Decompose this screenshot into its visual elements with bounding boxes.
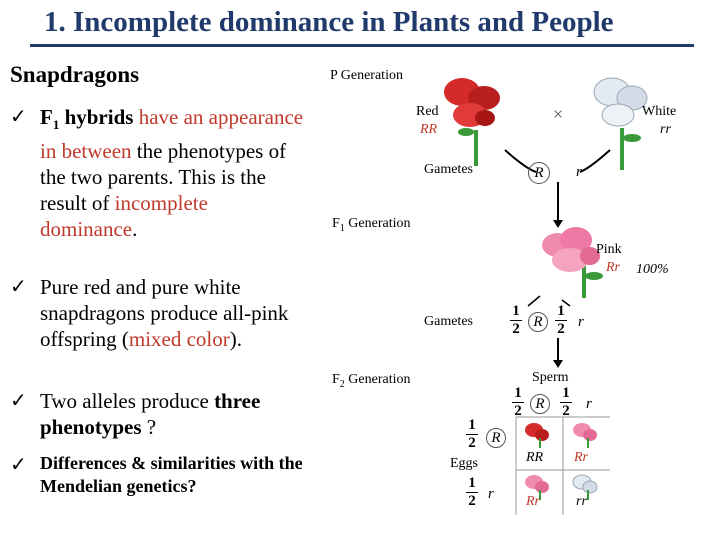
punnett-cell-rr: rr: [576, 494, 587, 509]
punnett-cell-Rr: Rr: [526, 494, 540, 509]
pink-flower-icon: [542, 227, 603, 298]
allele-R-circle: R: [486, 428, 506, 448]
eggs-label: Eggs: [450, 456, 478, 471]
gametes-label: Gametes: [424, 162, 473, 177]
allele-r: r: [488, 486, 494, 502]
allele-r: r: [576, 164, 582, 180]
allele-r: r: [578, 314, 584, 330]
bullet-text: Differences & similarities with the Mend…: [40, 453, 303, 496]
bullet-text: Pure red and pure white snapdragons prod…: [40, 275, 289, 351]
white-flower-icon: [572, 474, 598, 500]
red-label: Red: [416, 104, 439, 119]
checkmark-icon: ✓: [10, 390, 27, 412]
gametes-label: Gametes: [424, 314, 473, 329]
title-underline: [30, 44, 694, 47]
bullet-text: F1 hybrids have an appearance in between…: [40, 105, 304, 242]
pink-genotype: Rr: [606, 260, 620, 275]
bullet-text: Two alleles produce three phenotypes ?: [40, 389, 261, 439]
red-genotype: RR: [420, 122, 438, 137]
cross-symbol: ×: [553, 104, 564, 124]
red-flower-icon: [444, 78, 500, 166]
page-title: 1. Incomplete dominance in Plants and Pe…: [44, 6, 614, 38]
allele-r: r: [586, 396, 592, 412]
checkmark-icon: ✓: [10, 276, 27, 298]
punnett-cell-RR: RR: [526, 450, 544, 465]
allele-R-circle: R: [530, 394, 550, 414]
f2-generation-label: F2 Generation: [332, 372, 411, 390]
section-heading: Snapdragons: [10, 62, 140, 87]
pink-flower-icon: [573, 423, 597, 448]
white-label: White: [642, 104, 677, 119]
white-flower-icon: [593, 77, 648, 170]
sperm-label: Sperm: [532, 370, 569, 385]
red-flower-icon: [525, 423, 549, 448]
white-genotype: rr: [660, 122, 671, 137]
pink-percent: 100%: [636, 262, 669, 277]
checkmark-icon: ✓: [10, 106, 27, 128]
pink-flower-icon: [525, 475, 549, 500]
allele-R-circle: R: [528, 162, 550, 184]
allele-R-circle: R: [528, 312, 548, 332]
p-generation-label: P Generation: [330, 68, 403, 83]
checkmark-icon: ✓: [10, 454, 27, 476]
punnett-cell-Rr: Rr: [574, 450, 588, 465]
pink-label: Pink: [596, 242, 622, 257]
f1-generation-label: F1 Generation: [332, 216, 411, 234]
